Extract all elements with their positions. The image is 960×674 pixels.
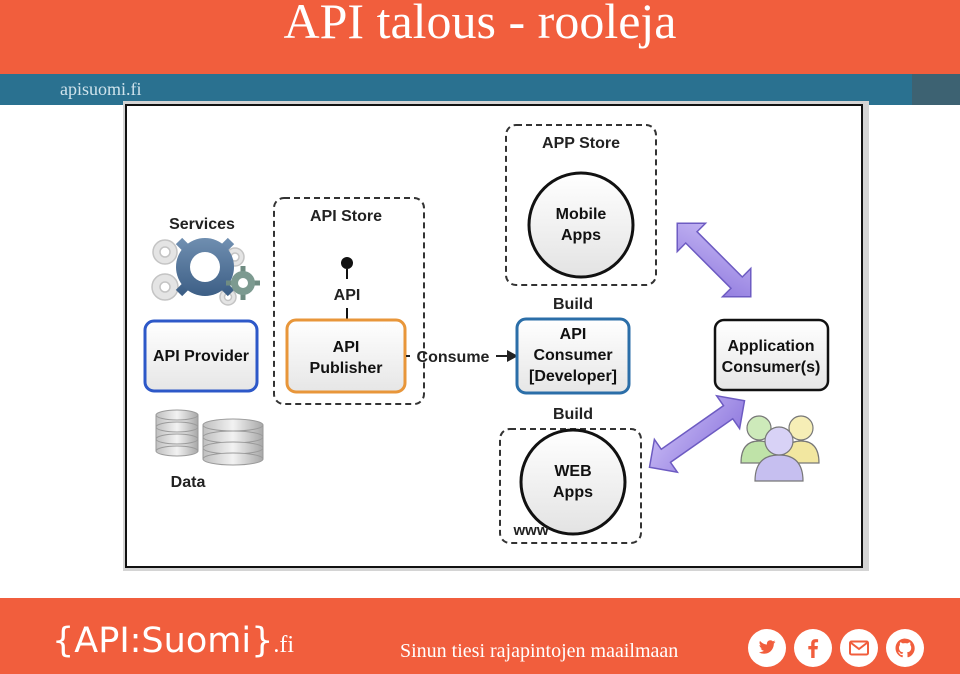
services-label: Services xyxy=(169,216,235,233)
database-icon xyxy=(155,409,264,466)
site-link[interactable]: apisuomi.fi xyxy=(60,79,142,99)
application-consumers-line1: Application xyxy=(727,338,814,355)
api-provider-label: API Provider xyxy=(153,348,249,365)
footer-bar: {API:Suomi}.fi Sinun tiesi rajapintojen … xyxy=(0,598,960,674)
users-icon xyxy=(740,415,820,482)
email-icon[interactable] xyxy=(840,629,878,667)
api-consumer-line2: Consumer xyxy=(533,347,612,364)
brand-logo[interactable]: {API:Suomi}.fi xyxy=(52,621,294,661)
api-roles-diagram: Services API Provider xyxy=(123,101,869,571)
app-store-container xyxy=(505,124,657,286)
gears-icon xyxy=(151,230,260,306)
api-consumer-line3: [Developer] xyxy=(529,368,617,385)
api-endpoint-icon xyxy=(341,257,353,269)
page-title: API talous - rooleja xyxy=(283,0,677,49)
api-publisher-line1: API xyxy=(333,339,360,356)
build-top-label: Build xyxy=(553,296,593,313)
application-consumers-line2: Consumer(s) xyxy=(722,359,821,376)
consume-arrowhead xyxy=(507,350,518,362)
double-arrow-bottom xyxy=(648,394,746,474)
mobile-apps-line2: Apps xyxy=(561,227,601,244)
application-consumers-box xyxy=(713,318,830,392)
sub-bar: apisuomi.fi xyxy=(0,74,960,105)
mobile-apps-line1: Mobile xyxy=(556,206,607,223)
api-provider-box xyxy=(143,319,259,393)
header-bar: API talous - rooleja xyxy=(0,0,960,74)
brand-tld: .fi xyxy=(273,632,295,658)
api-consumer-box xyxy=(515,317,631,395)
web-apps-line2: Apps xyxy=(553,484,593,501)
api-consumer-line1: API xyxy=(560,326,587,343)
api-store-label: API Store xyxy=(310,208,382,225)
www-label: www xyxy=(512,522,548,539)
brand-name: {API:Suomi} xyxy=(52,621,274,661)
double-arrow-top xyxy=(676,222,752,298)
build-bottom-label: Build xyxy=(553,406,593,423)
api-label: API xyxy=(334,287,361,304)
sub-bar-accent xyxy=(912,74,960,105)
twitter-icon[interactable] xyxy=(748,629,786,667)
app-store-label: APP Store xyxy=(542,135,620,152)
data-label: Data xyxy=(171,474,206,491)
api-publisher-box xyxy=(285,318,407,394)
web-apps-circle xyxy=(519,428,627,536)
consume-label: Consume xyxy=(417,349,490,366)
web-apps-line1: WEB xyxy=(554,463,591,480)
api-publisher-line2: Publisher xyxy=(310,360,383,377)
github-icon[interactable] xyxy=(886,629,924,667)
mobile-apps-circle xyxy=(527,171,635,279)
api-store-container xyxy=(273,197,425,405)
facebook-icon[interactable] xyxy=(794,629,832,667)
footer-tagline: Sinun tiesi rajapintojen maailmaan xyxy=(400,640,679,662)
